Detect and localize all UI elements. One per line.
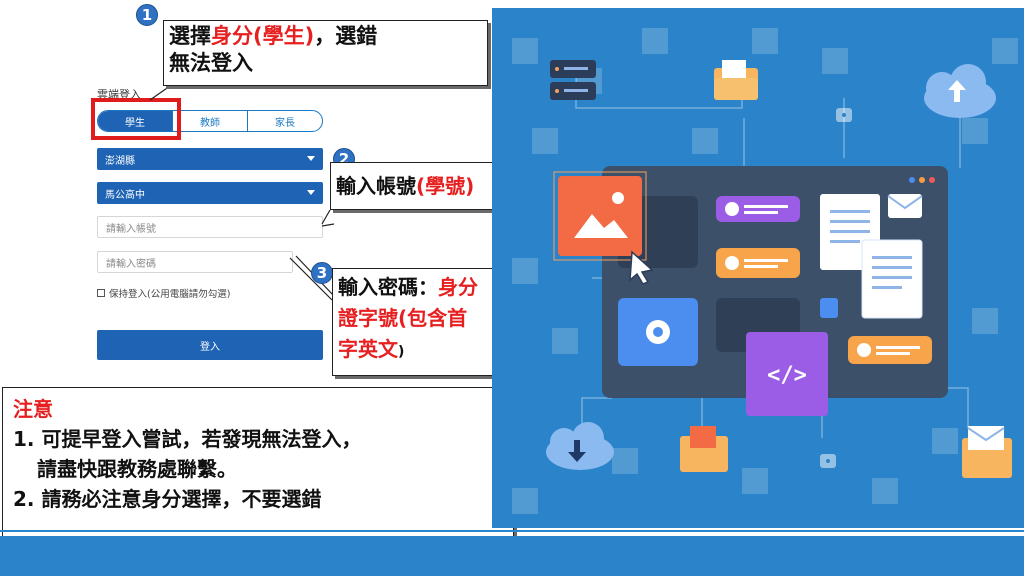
step-1-text-line2: 無法登入 (169, 51, 253, 76)
code-icon: </> (746, 332, 828, 416)
lock-icon (836, 108, 852, 122)
step-3-text-post: ) (398, 344, 405, 360)
remember-me[interactable]: 保持登入(公用電腦請勿勾選) (97, 286, 230, 300)
folder-icon (714, 60, 758, 100)
cloud-download-icon (546, 422, 614, 470)
step-3-text-red1: 身分 (438, 275, 478, 299)
tab-student[interactable]: 學生 (98, 111, 172, 131)
notice-item-1-cont: 請盡快跟教務處聯繫。 (37, 457, 237, 481)
tab-parent[interactable]: 家長 (247, 111, 322, 131)
step-2-text-pre: 輸入帳號 (336, 174, 416, 198)
tab-teacher[interactable]: 教師 (172, 111, 247, 131)
step-1-badge: 1 (136, 4, 158, 26)
account-input[interactable]: 請輸入帳號 (97, 216, 323, 238)
school-select[interactable]: 馬公高中 (97, 182, 323, 204)
cloud-tech-illustration: </> (492, 8, 1024, 528)
step-1-callout: 選擇身分(學生)，選錯 無法登入 (163, 20, 488, 86)
bottom-band (0, 536, 1024, 576)
lock-icon-bottom (820, 454, 836, 468)
role-tabs: 學生 教師 家長 (97, 110, 323, 132)
student-highlight-box (91, 98, 181, 140)
notice-item-1: 1. 可提早登入嘗試，若發現無法登入， (13, 427, 362, 451)
step-3-badge: 3 (311, 262, 333, 284)
cloud-upload-icon (924, 64, 996, 118)
document-icon (820, 194, 923, 319)
notice-box: 注意 1. 可提早登入嘗試，若發現無法登入， 請盡快跟教務處聯繫。 2. 請務必… (2, 387, 514, 540)
step-3-text-red2: 證字號(包含首 (338, 306, 468, 330)
chevron-down-icon (307, 190, 315, 195)
county-select-value: 澎湖縣 (105, 155, 135, 167)
step-2-text-red: (學號) (416, 174, 475, 198)
step-1-text-post: ，選錯 (314, 24, 378, 48)
chevron-down-icon (307, 156, 315, 161)
login-button[interactable]: 登入 (97, 330, 323, 360)
login-title: 雲端登入 (97, 88, 141, 101)
school-select-value: 馬公高中 (105, 189, 145, 201)
photo-folder-icon (680, 426, 728, 472)
password-input[interactable]: 請輸入密碼 (97, 251, 293, 273)
step-1-text-red: 身分(學生) (211, 24, 315, 48)
notice-title: 注意 (13, 397, 53, 421)
remember-label: 保持登入(公用電腦請勿勾選) (109, 289, 231, 300)
step-1-text-pre: 選擇 (169, 24, 211, 48)
svg-text:</>: </> (767, 363, 807, 388)
server-icon (550, 60, 596, 100)
county-select[interactable]: 澎湖縣 (97, 148, 323, 170)
bottom-divider (0, 530, 1024, 532)
image-icon (553, 171, 654, 285)
notice-item-2: 2. 請務必注意身分選擇，不要選錯 (13, 487, 322, 511)
mail-folder-icon (962, 426, 1012, 478)
step-3-text-red3: 字英文 (338, 337, 398, 361)
step-3-text-pre: 輸入密碼： (338, 275, 438, 299)
remember-checkbox[interactable] (97, 289, 105, 297)
